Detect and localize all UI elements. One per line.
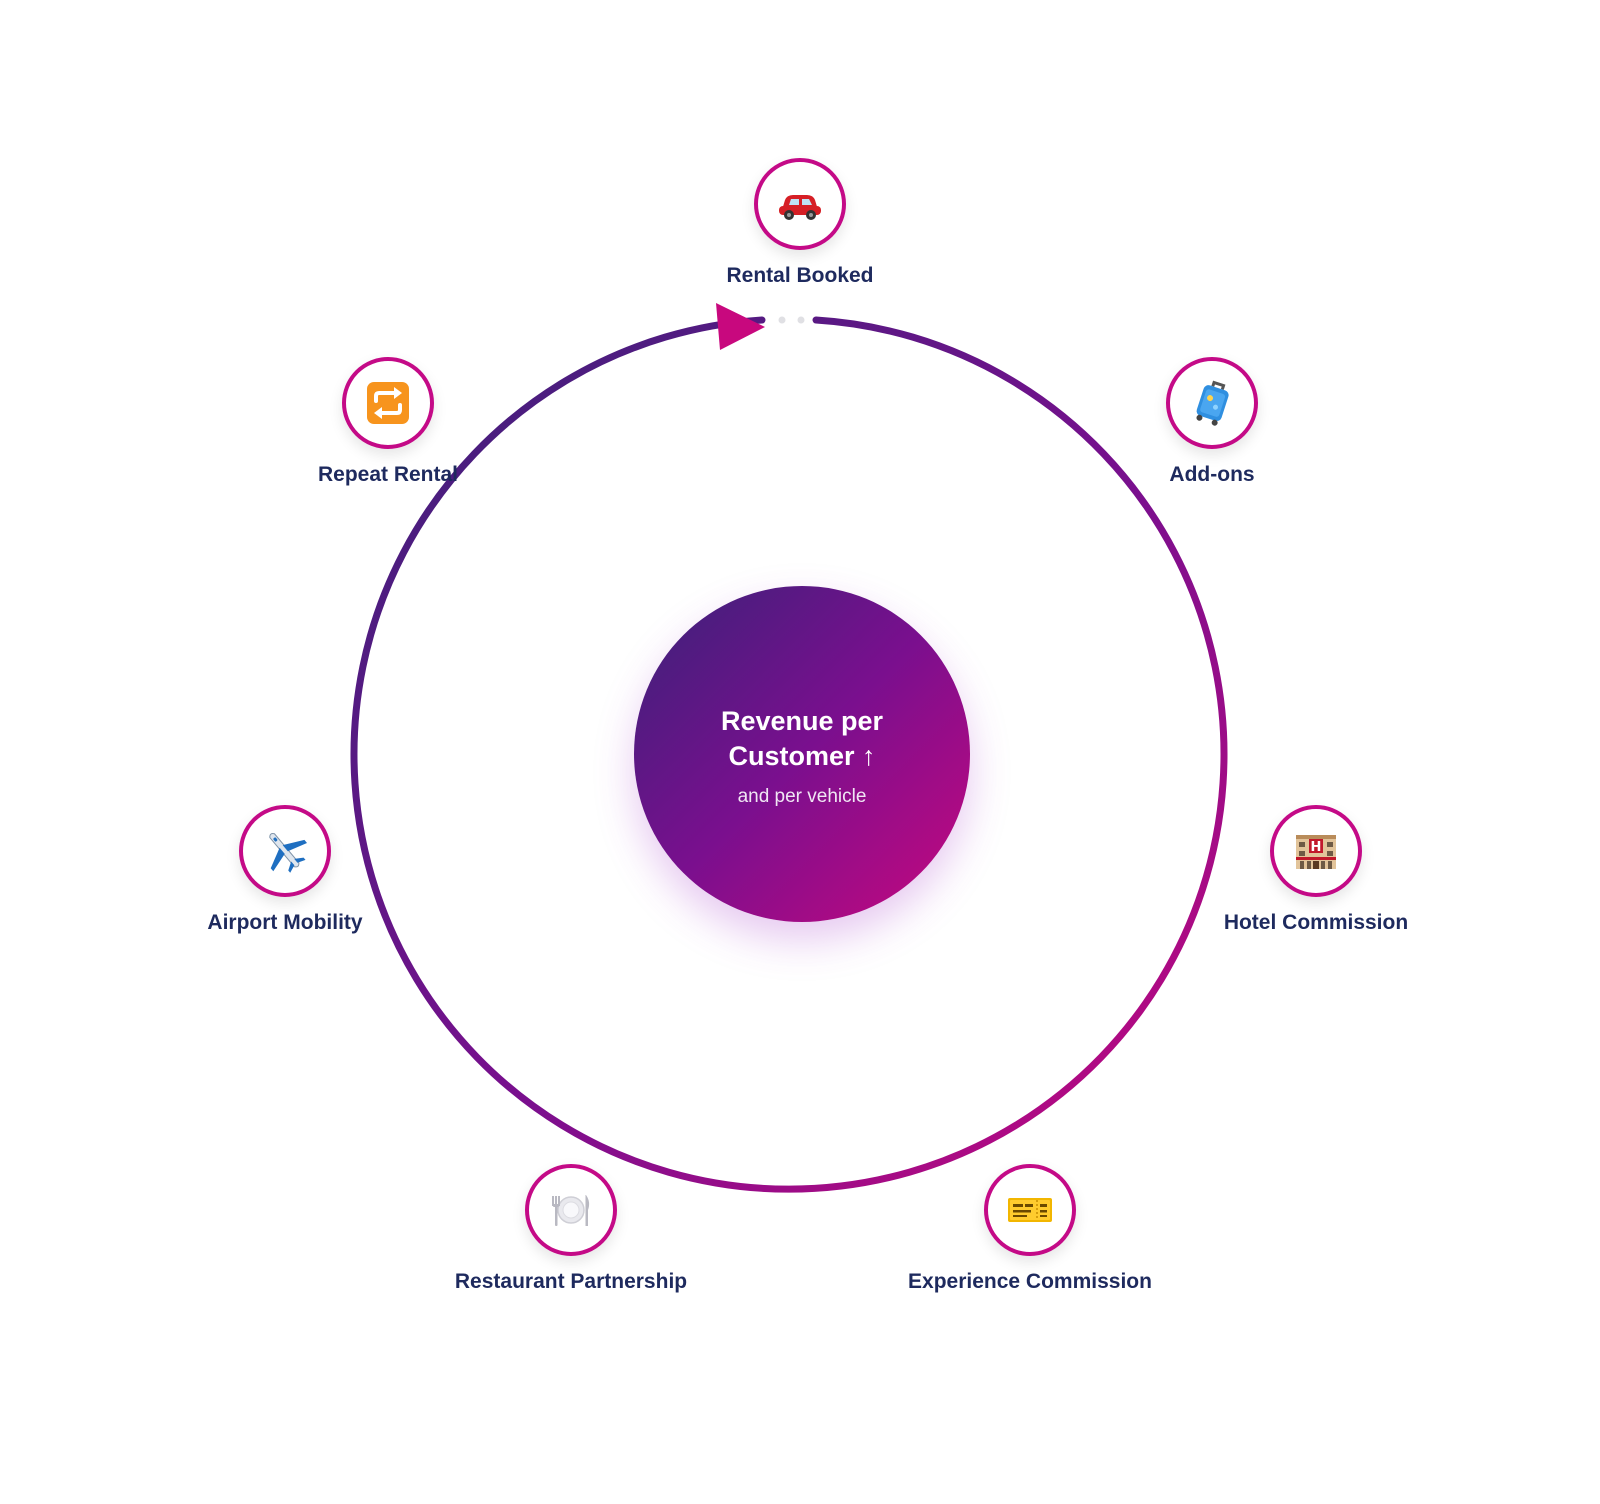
node-label: Hotel Commission [1223, 911, 1409, 934]
node-icon-circle [984, 1164, 1076, 1256]
node-restaurant-partnership[interactable]: Restaurant Partnership [421, 1164, 721, 1294]
ring-gap-dot [778, 316, 786, 324]
node-icon-circle [1166, 357, 1258, 449]
airplane-icon [261, 827, 309, 875]
cycle-arrowhead [716, 303, 765, 350]
cycle-ring [350, 316, 1228, 1193]
node-label: Restaurant Partnership [454, 1270, 688, 1293]
car-icon [776, 184, 824, 224]
luggage-icon [1190, 379, 1234, 427]
node-experience-commission[interactable]: Experience Commission [880, 1164, 1180, 1294]
center-title: Revenue per Customer ↑ [720, 706, 884, 771]
node-hotel-commission[interactable]: H Hotel Commission [1166, 805, 1466, 935]
ring-gap-dot [797, 316, 805, 324]
node-icon-circle: H [1270, 805, 1362, 897]
node-add-ons[interactable]: Add-ons [1062, 357, 1362, 487]
hotel-icon: H [1292, 829, 1340, 873]
node-icon-circle [239, 805, 331, 897]
node-icon-circle [525, 1164, 617, 1256]
node-label: Rental Booked [726, 264, 874, 287]
node-repeat-rental[interactable]: Repeat Rental [238, 357, 538, 487]
node-rental-booked[interactable]: Rental Booked [650, 158, 950, 288]
node-label: Airport Mobility [207, 911, 363, 934]
node-label: Repeat Rental [317, 463, 459, 486]
plate-cutlery-icon [547, 1190, 595, 1230]
center-hub: Revenue per Customer ↑ and per vehicle [634, 586, 970, 922]
node-airport-mobility[interactable]: Airport Mobility [135, 805, 435, 935]
center-subtitle: and per vehicle [737, 786, 867, 807]
node-label: Add-ons [1169, 463, 1255, 486]
node-icon-circle [342, 357, 434, 449]
node-label: Experience Commission [908, 1270, 1152, 1293]
repeat-icon [365, 380, 411, 426]
svg-text:H: H [1311, 840, 1322, 855]
ticket-icon [1006, 1194, 1054, 1226]
node-icon-circle [754, 158, 846, 250]
